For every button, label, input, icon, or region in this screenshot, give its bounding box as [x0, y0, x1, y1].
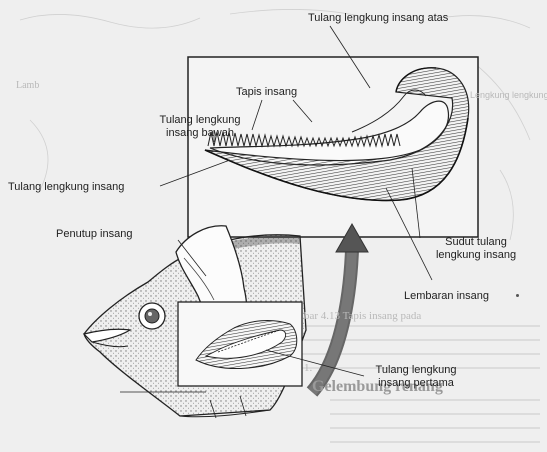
label-lower-gill-arch-line2: insang bawah	[146, 127, 254, 140]
label-gill-arch: Tulang lengkung insang	[8, 181, 124, 194]
label-lower-gill-arch: Tulang lengkung insang bawah	[146, 114, 254, 140]
background-margin-text: Lamb	[16, 80, 39, 91]
label-gill-rakers: Tapis insang	[236, 86, 297, 99]
background-heading-prefix: 1.	[304, 362, 312, 374]
label-first-gill-arch-line2: insang pertama	[366, 377, 466, 390]
background-caption-fragment: bar 4.13 Tapis insang pada	[304, 310, 421, 322]
label-gill-filaments: Lembaran insang	[404, 290, 489, 303]
label-upper-gill-arch: Tulang lengkung insang atas	[308, 12, 448, 25]
label-first-gill-arch: Tulang lengkung insang pertama	[366, 364, 466, 390]
label-first-gill-arch-line1: Tulang lengkung	[366, 364, 466, 377]
label-gill-arch-angle: Sudut tulang lengkung insang	[428, 236, 524, 262]
enlarge-arrow	[312, 224, 368, 392]
label-gill-arch-angle-line2: lengkung insang	[428, 249, 524, 262]
stray-dot	[516, 294, 519, 297]
fish-head	[84, 226, 306, 418]
label-lower-gill-arch-line1: Tulang lengkung	[146, 114, 254, 127]
background-small-label: Lengkung lengkung	[470, 90, 547, 100]
label-gill-cover: Penutup insang	[56, 228, 132, 241]
label-gill-arch-angle-line1: Sudut tulang	[428, 236, 524, 249]
